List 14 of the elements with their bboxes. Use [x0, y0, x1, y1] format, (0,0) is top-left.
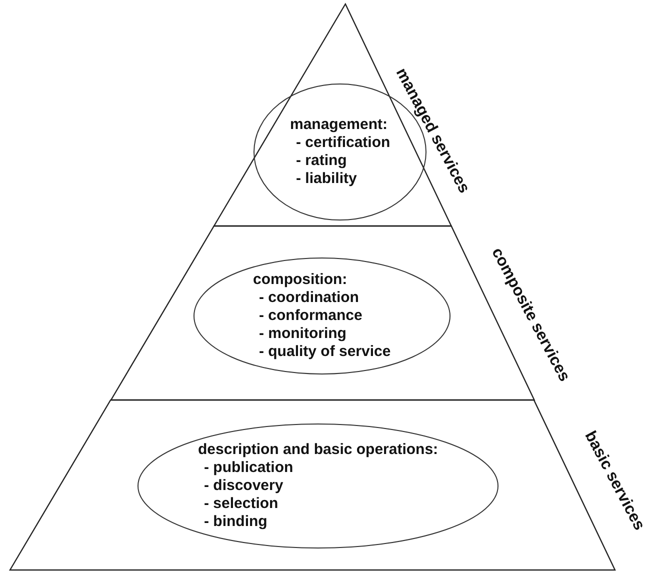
list-item: - selection — [203, 495, 280, 513]
heading-text: management: — [290, 116, 389, 134]
list-item: - monitoring — [258, 325, 348, 343]
list-item: - discovery — [203, 477, 284, 495]
list-item: - rating — [294, 152, 348, 170]
list-item: - certification — [294, 134, 390, 152]
list-item: - liability — [294, 170, 358, 188]
list-item: - quality of service — [258, 343, 391, 361]
heading-text: composition: — [252, 271, 348, 289]
list-item: - coordination — [258, 289, 360, 307]
heading-text: description and basic operations: — [198, 441, 438, 459]
list-item: - publication — [203, 459, 294, 477]
list-item: - binding — [203, 513, 268, 531]
list-item: - conformance — [258, 307, 364, 325]
